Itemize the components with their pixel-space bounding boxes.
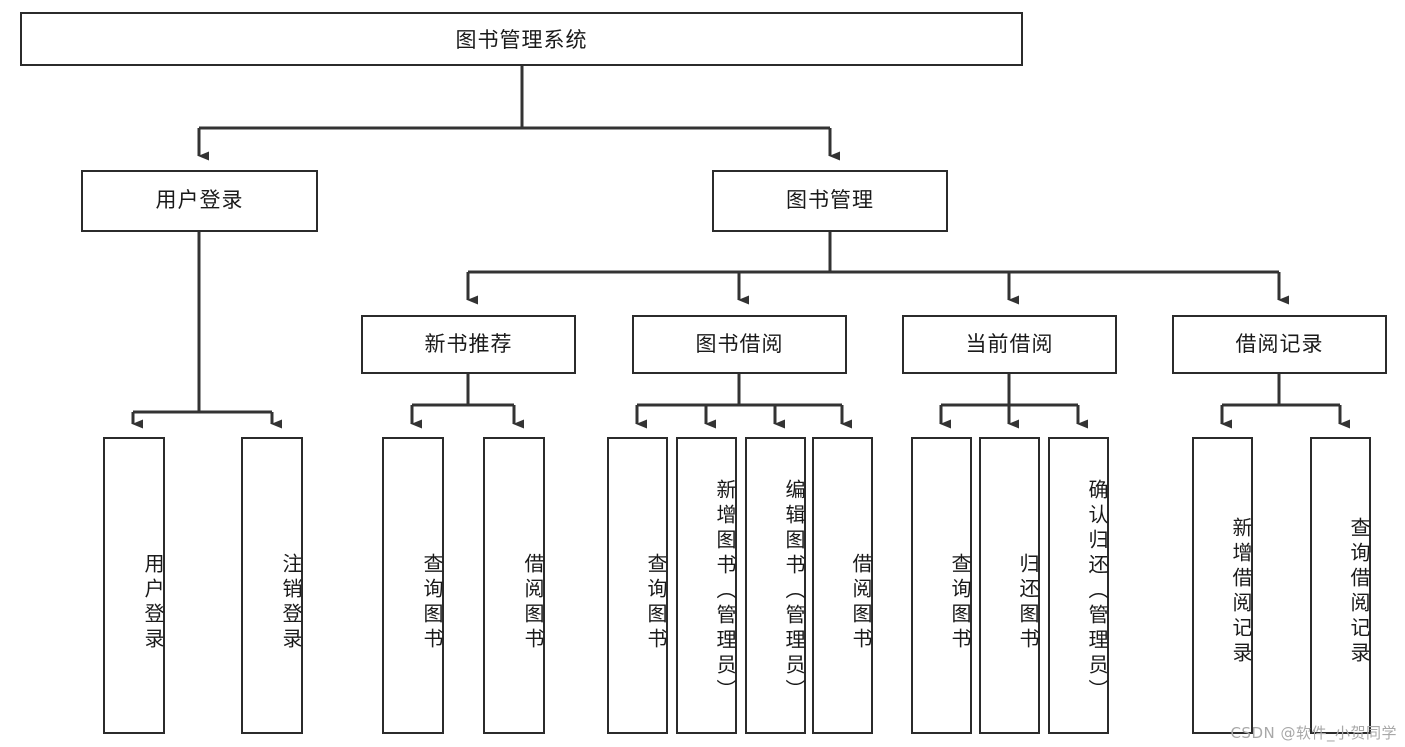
leaf-user-login[interactable]: 用户登录 [103, 437, 165, 734]
leaf-borrow-book-borrow[interactable]: 借阅图书 [812, 437, 873, 734]
leaf-query-book-current[interactable]: 查询图书 [911, 437, 972, 734]
node-book-borrow[interactable]: 图书借阅 [632, 315, 847, 374]
leaf-logout-login[interactable]: 注销登录 [241, 437, 303, 734]
node-root-system[interactable]: 图书管理系统 [20, 12, 1023, 66]
node-new-book-recommend[interactable]: 新书推荐 [361, 315, 576, 374]
leaf-edit-book-admin[interactable]: 编辑图书（管理员） [745, 437, 806, 734]
leaf-query-book-recommend[interactable]: 查询图书 [382, 437, 444, 734]
node-current-borrow[interactable]: 当前借阅 [902, 315, 1117, 374]
node-book-manage[interactable]: 图书管理 [712, 170, 948, 232]
node-user-login[interactable]: 用户登录 [81, 170, 318, 232]
leaf-add-borrow-record[interactable]: 新增借阅记录 [1192, 437, 1253, 734]
leaf-query-book-borrow[interactable]: 查询图书 [607, 437, 668, 734]
leaf-add-book-admin[interactable]: 新增图书（管理员） [676, 437, 737, 734]
leaf-query-borrow-record[interactable]: 查询借阅记录 [1310, 437, 1371, 734]
leaf-confirm-return-admin[interactable]: 确认归还（管理员） [1048, 437, 1109, 734]
leaf-return-book[interactable]: 归还图书 [979, 437, 1040, 734]
node-borrow-record[interactable]: 借阅记录 [1172, 315, 1387, 374]
leaf-borrow-book-recommend[interactable]: 借阅图书 [483, 437, 545, 734]
